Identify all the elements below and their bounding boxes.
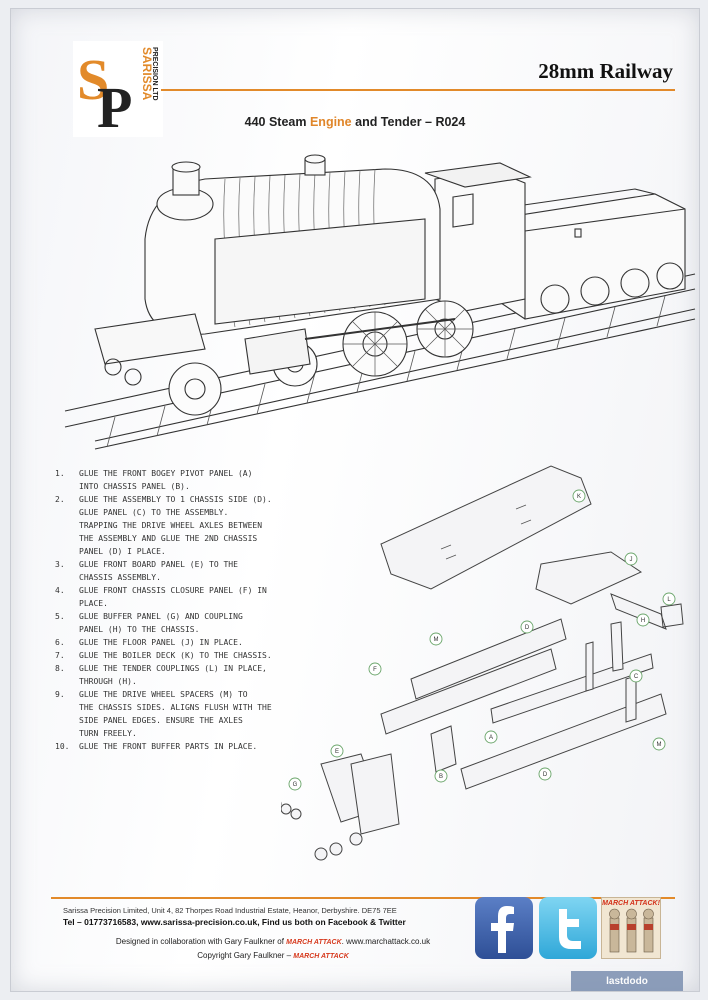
exploded-parts-diagram: K J L H M D F C A E B D M G bbox=[281, 465, 684, 861]
instruction-step: 6.Glue the floor panel (J) in place. bbox=[55, 638, 243, 647]
svg-text:M: M bbox=[434, 637, 439, 643]
instruction-step: 8.Glue the tender couplings (L) in place… bbox=[55, 664, 267, 686]
facebook-icon[interactable] bbox=[475, 897, 533, 959]
instruction-step: 2.Glue the assembly to 1 chassis side (D… bbox=[55, 495, 272, 556]
svg-text:G: G bbox=[293, 782, 298, 788]
instruction-step: 1.Glue the front bogey pivot panel (A)in… bbox=[55, 469, 253, 491]
svg-text:F: F bbox=[373, 667, 377, 673]
collaboration-credit: Designed in collaboration with Gary Faul… bbox=[115, 937, 431, 960]
svg-text:P: P bbox=[97, 75, 132, 137]
svg-text:A: A bbox=[489, 735, 493, 741]
instruction-step: 5.Glue buffer panel (G) and couplingpane… bbox=[55, 612, 243, 634]
instruction-step: 4.Glue front chassis closure panel (F) i… bbox=[55, 586, 267, 608]
svg-text:M: M bbox=[657, 742, 662, 748]
svg-text:S: S bbox=[77, 47, 109, 112]
instruction-sheet: S P SARISSA PRECISION LTD 28mm Railway 4… bbox=[10, 8, 700, 992]
watermark: lastdodo bbox=[571, 971, 683, 991]
svg-text:K: K bbox=[577, 494, 581, 500]
svg-text:PRECISION LTD: PRECISION LTD bbox=[151, 47, 158, 101]
svg-text:C: C bbox=[634, 674, 639, 680]
company-address: Sarissa Precision Limited, Unit 4, 82 Th… bbox=[63, 906, 397, 915]
svg-text:E: E bbox=[335, 749, 339, 755]
footer-rule bbox=[51, 897, 675, 899]
product-title: 440 Steam Engine and Tender – R024 bbox=[244, 115, 466, 129]
assembly-instructions: 1.Glue the front bogey pivot panel (A)in… bbox=[55, 467, 345, 753]
company-contact: Tel – 01773716583, www.sarissa-precision… bbox=[63, 917, 406, 927]
sarissa-logo: S P SARISSA PRECISION LTD bbox=[73, 41, 163, 137]
instruction-step: 9.Glue the drive wheel spacers (M) tothe… bbox=[55, 690, 272, 738]
svg-text:D: D bbox=[525, 625, 530, 631]
svg-text:H: H bbox=[641, 618, 645, 624]
instruction-step: 3.Glue front board panel (E) to thechass… bbox=[55, 560, 238, 582]
svg-text:SARISSA: SARISSA bbox=[140, 47, 154, 101]
svg-text:L: L bbox=[667, 597, 671, 603]
svg-text:D: D bbox=[543, 772, 548, 778]
page-title: 28mm Railway bbox=[538, 59, 673, 83]
svg-text:B: B bbox=[439, 774, 443, 780]
march-attack-badge: MARCH ATTACK! bbox=[601, 897, 661, 959]
svg-text:J: J bbox=[630, 557, 633, 563]
twitter-icon[interactable] bbox=[539, 897, 597, 959]
header-rule bbox=[161, 89, 675, 91]
instruction-step: 10.Glue the front buffer parts in place. bbox=[55, 742, 258, 751]
locomotive-illustration bbox=[64, 154, 696, 450]
instruction-step: 7.Glue the boiler deck (K) to the chassi… bbox=[55, 651, 272, 660]
